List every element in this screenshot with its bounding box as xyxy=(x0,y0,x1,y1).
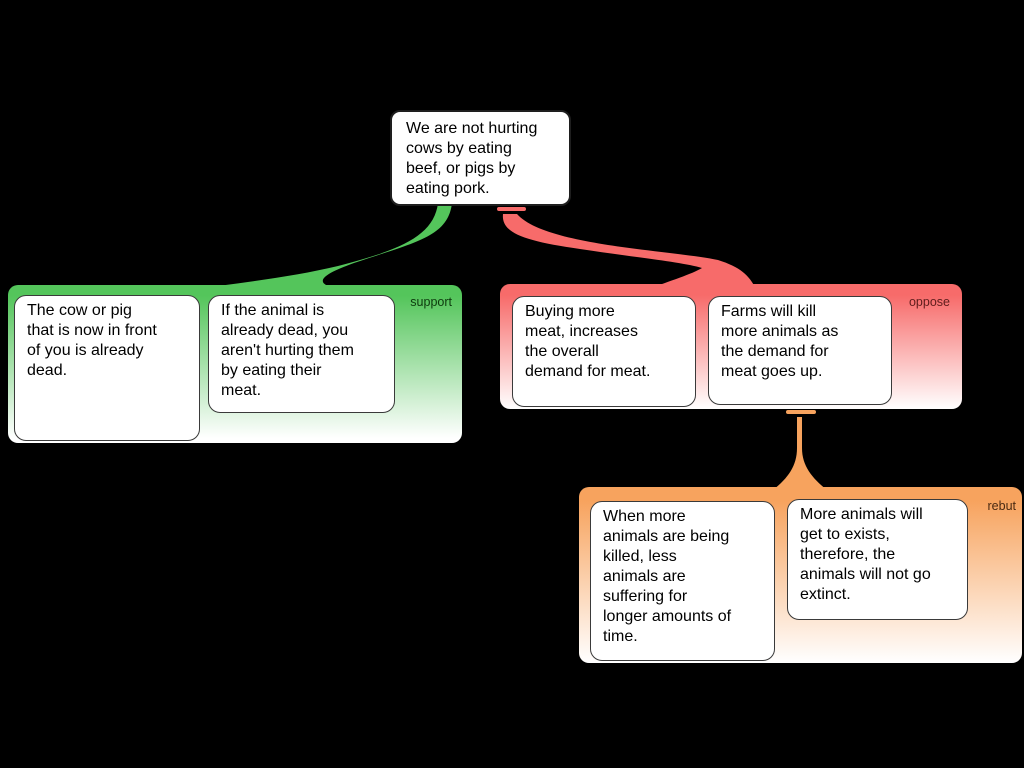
oppose-connector-dash xyxy=(497,207,526,211)
support-premise-2-text: If the animal is already dead, you aren'… xyxy=(221,302,354,399)
rebut-premise-1-text: When more animals are being killed, less… xyxy=(603,508,732,645)
rebut-connector-stem xyxy=(773,417,827,490)
support-premise-1-text: The cow or pig that is now in front of y… xyxy=(27,302,157,379)
oppose-premise-1[interactable]: Buying more meat, increases the overall … xyxy=(512,296,696,407)
support-premise-1[interactable]: The cow or pig that is now in front of y… xyxy=(14,295,200,441)
support-group[interactable]: support The cow or pig that is now in fr… xyxy=(8,285,462,443)
oppose-premise-1-text: Buying more meat, increases the overall … xyxy=(525,303,651,380)
oppose-group[interactable]: oppose Buying more meat, increases the o… xyxy=(500,284,962,409)
rebut-premise-2[interactable]: More animals will get to exists, therefo… xyxy=(787,499,968,620)
rebut-premise-1[interactable]: When more animals are being killed, less… xyxy=(590,501,775,661)
oppose-premise-2-text: Farms will kill more animals as the dema… xyxy=(721,303,839,380)
claim-node[interactable]: We are not hurting cows by eating beef, … xyxy=(390,110,571,206)
support-connector-curve xyxy=(186,203,452,290)
support-group-label: support xyxy=(410,295,452,309)
rebut-connector-dash xyxy=(786,410,816,414)
oppose-group-label: oppose xyxy=(908,295,950,309)
support-premise-2[interactable]: If the animal is already dead, you aren'… xyxy=(208,295,395,413)
rebut-premise-2-text: More animals will get to exists, therefo… xyxy=(800,506,931,603)
rebut-group[interactable]: rebut When more animals are being killed… xyxy=(579,487,1022,663)
claim-text: We are not hurting cows by eating beef, … xyxy=(406,120,538,197)
rebut-group-label: rebut xyxy=(987,499,1017,513)
oppose-premise-2[interactable]: Farms will kill more animals as the dema… xyxy=(708,296,892,405)
oppose-connector-curve xyxy=(502,214,756,289)
